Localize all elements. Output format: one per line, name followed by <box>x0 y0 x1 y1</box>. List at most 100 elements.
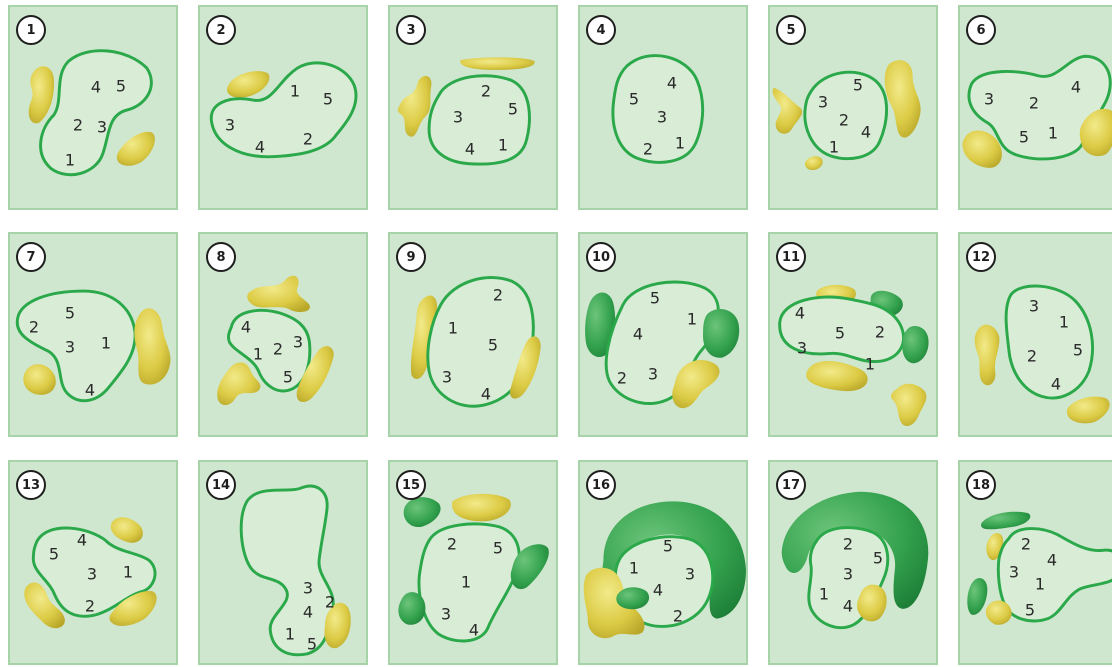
pin-position: 1 <box>461 573 471 592</box>
pin-position: 5 <box>853 76 863 95</box>
hole-card-5: 5 5 3 2 4 1 <box>768 5 938 210</box>
pin-position: 4 <box>861 123 871 142</box>
pin-position: 2 <box>325 593 335 612</box>
hole-card-10: 10 5 1 4 2 3 <box>578 232 748 437</box>
pin-position: 4 <box>469 621 479 640</box>
pin-position: 5 <box>283 368 293 387</box>
pin-position: 2 <box>447 535 457 554</box>
pin-position: 3 <box>65 338 75 357</box>
pin-position: 5 <box>1073 341 1083 360</box>
pin-position: 1 <box>65 151 75 170</box>
hole-card-12: 12 3 1 2 5 4 <box>958 232 1112 437</box>
pin-position: 1 <box>629 559 639 578</box>
hole-card-4: 4 4 5 3 2 1 <box>578 5 748 210</box>
pin-position: 4 <box>85 381 95 400</box>
pin-position: 4 <box>1047 551 1057 570</box>
pin-position: 1 <box>285 625 295 644</box>
pin-position: 1 <box>1035 575 1045 594</box>
pin-position: 5 <box>1019 128 1029 147</box>
hole-card-8: 8 4 2 3 1 5 <box>198 232 368 437</box>
pin-position: 4 <box>303 603 313 622</box>
hole-number-badge: 11 <box>776 242 806 272</box>
pin-position: 2 <box>875 323 885 342</box>
pin-position: 1 <box>1048 124 1058 143</box>
hole-card-1: 1 4 5 2 3 1 <box>8 5 178 210</box>
hole-number-badge: 18 <box>966 470 996 500</box>
bunker <box>247 276 310 312</box>
hole-card-18: 18 2 4 3 1 5 <box>958 460 1112 665</box>
pin-position: 2 <box>643 140 653 159</box>
pin-position: 5 <box>1025 601 1035 620</box>
pin-position: 5 <box>49 545 59 564</box>
hole-card-14: 14 3 2 4 1 5 <box>198 460 368 665</box>
pin-position: 3 <box>453 108 463 127</box>
putting-green <box>429 76 529 164</box>
pin-position: 2 <box>85 597 95 616</box>
hole-number-badge: 4 <box>586 15 616 45</box>
pin-position: 4 <box>465 140 475 159</box>
bunker <box>962 131 1001 168</box>
pin-position: 4 <box>1051 375 1061 394</box>
pin-position: 2 <box>843 535 853 554</box>
hole-number-badge: 2 <box>206 15 236 45</box>
bunker <box>885 60 921 137</box>
pin-position: 5 <box>629 90 639 109</box>
bunker <box>111 517 143 542</box>
pin-position: 4 <box>1071 78 1081 97</box>
hole-card-16: 16 5 1 3 4 2 <box>578 460 748 665</box>
pin-position: 5 <box>663 537 673 556</box>
hole-card-11: 11 4 5 2 3 1 <box>768 232 938 437</box>
hole-number-badge: 16 <box>586 470 616 500</box>
pin-position: 1 <box>1059 313 1069 332</box>
pin-position: 2 <box>481 82 491 101</box>
pin-position: 5 <box>65 304 75 323</box>
pin-position: 1 <box>101 334 111 353</box>
hole-number-badge: 17 <box>776 470 806 500</box>
hole-card-9: 9 2 1 5 3 4 <box>388 232 558 437</box>
bunker <box>29 66 54 123</box>
pin-position: 5 <box>323 90 333 109</box>
hole-number-badge: 13 <box>16 470 46 500</box>
pin-position: 1 <box>253 345 263 364</box>
hole-card-2: 2 1 5 3 4 2 <box>198 5 368 210</box>
hole-number-badge: 9 <box>396 242 426 272</box>
hole-number-badge: 1 <box>16 15 46 45</box>
bunker <box>217 362 260 405</box>
pin-position: 3 <box>797 339 807 358</box>
pin-position: 5 <box>488 336 498 355</box>
pin-position: 2 <box>1029 94 1039 113</box>
pin-position: 4 <box>653 581 663 600</box>
pin-position: 1 <box>675 134 685 153</box>
hole-number-badge: 10 <box>586 242 616 272</box>
hole-card-6: 6 3 2 4 5 1 <box>958 5 1112 210</box>
hole-card-17: 17 2 5 3 1 4 <box>768 460 938 665</box>
hole-number-badge: 6 <box>966 15 996 45</box>
pin-position: 3 <box>1029 297 1039 316</box>
pin-position: 3 <box>225 116 235 135</box>
pin-position: 5 <box>508 100 518 119</box>
pin-position: 2 <box>273 340 283 359</box>
bunker <box>23 364 55 395</box>
pin-position: 3 <box>97 118 107 137</box>
bunker <box>975 325 1000 386</box>
hole-card-7: 7 5 2 3 1 4 <box>8 232 178 437</box>
pin-position: 3 <box>984 90 994 109</box>
green-mound <box>703 309 739 358</box>
pin-position: 3 <box>818 93 828 112</box>
bunker <box>117 132 155 166</box>
pin-position: 1 <box>290 82 300 101</box>
pin-position: 2 <box>1027 347 1037 366</box>
pin-position: 3 <box>843 565 853 584</box>
hole-number-badge: 3 <box>396 15 426 45</box>
bunker <box>806 361 868 391</box>
pin-position: 4 <box>91 78 101 97</box>
pin-position: 2 <box>29 318 39 337</box>
pin-position: 4 <box>633 325 643 344</box>
pin-position: 2 <box>303 130 313 149</box>
pin-position: 1 <box>829 138 839 157</box>
pin-position: 5 <box>493 539 503 558</box>
bunker <box>805 156 823 170</box>
pin-position: 1 <box>865 355 875 374</box>
putting-green <box>211 63 356 157</box>
pin-position: 4 <box>843 597 853 616</box>
